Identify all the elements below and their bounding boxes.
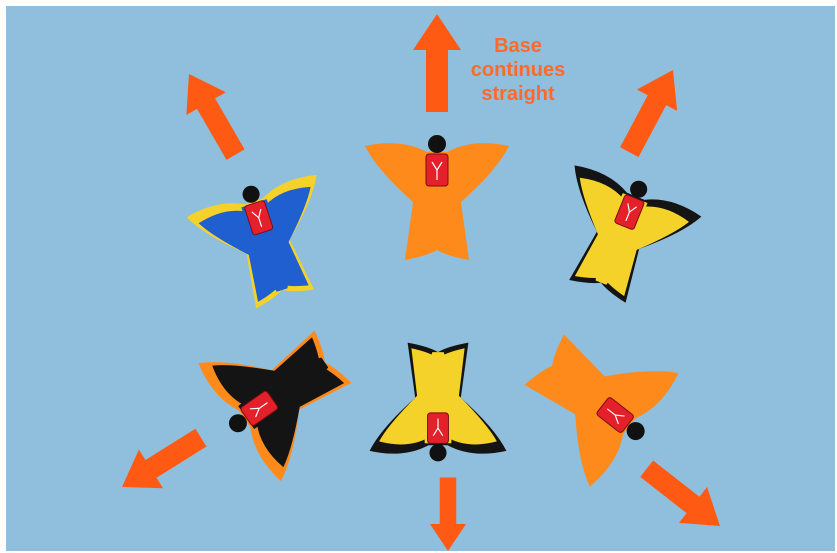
caption-line-2: continues [448,58,588,82]
sky-background [6,6,835,551]
caption-line-1: Base [448,34,588,58]
base-caption: Base continues straight [448,34,588,106]
caption-line-3: straight [448,82,588,106]
